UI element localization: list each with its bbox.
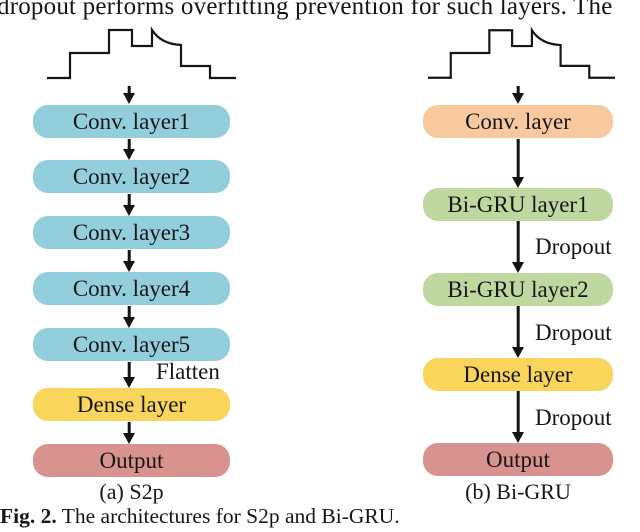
layer-box-dense: Dense layer (423, 358, 613, 391)
layer-box-conv: Conv. layer (423, 105, 613, 138)
layer-box-conv1: Conv. layer1 (33, 105, 230, 138)
arrow-down-icon (511, 391, 525, 443)
arrow-down-icon (122, 422, 136, 444)
layer-box-conv3: Conv. layer3 (33, 216, 230, 249)
layer-box-output: Output (423, 443, 613, 476)
layer-box-conv5: Conv. layer5 (33, 328, 230, 361)
layer-box-conv4: Conv. layer4 (33, 272, 230, 305)
layer-label: Conv. layer2 (72, 163, 191, 189)
arrow-down-icon (122, 250, 136, 272)
figure-caption-text: The architectures for S2p and Bi-GRU. (56, 504, 400, 528)
layer-label: Dense layer (463, 361, 573, 387)
layer-label: Conv. layer3 (72, 219, 191, 245)
layer-label: Dense layer (76, 391, 187, 417)
layer-label: Conv. layer (465, 108, 571, 134)
layer-label: Conv. layer1 (72, 108, 191, 134)
layer-box-bigru1: Bi-GRU layer1 (423, 188, 613, 221)
flatten-label: Flatten (156, 359, 220, 384)
dropout-label: Dropout (535, 320, 612, 345)
arrow-down-icon (122, 362, 136, 388)
layer-label: Conv. layer5 (72, 331, 191, 357)
arrow-down-icon (122, 86, 136, 104)
layer-label: Bi-GRU layer1 (447, 191, 589, 217)
signal-waveform-icon (428, 26, 616, 79)
subfigure-caption-b: (b) Bi-GRU (465, 479, 571, 504)
layer-label: Bi-GRU layer2 (447, 276, 589, 302)
arrow-down-icon (511, 221, 525, 273)
arrow-down-icon (122, 194, 136, 216)
dropout-label: Dropout (535, 234, 612, 259)
layer-label: Output (486, 446, 550, 472)
arrow-down-icon (122, 139, 136, 160)
layer-box-bigru2: Bi-GRU layer2 (423, 273, 613, 306)
layer-label: Conv. layer4 (72, 275, 191, 301)
arrow-down-icon (511, 86, 525, 104)
arrow-down-icon (511, 139, 525, 188)
layer-box-dense: Dense layer (33, 388, 230, 421)
paper-body-text: dropout performs overfitting prevention … (0, 0, 613, 20)
figure-caption: Fig. 2. The architectures for S2p and Bi… (0, 504, 400, 529)
layer-label: Output (99, 447, 164, 473)
figure-caption-number: Fig. 2. (0, 504, 57, 528)
layer-box-conv2: Conv. layer2 (33, 160, 230, 193)
layer-box-output: Output (33, 444, 230, 477)
subfigure-caption-a: (a) S2p (99, 479, 164, 504)
signal-waveform-icon (47, 26, 236, 80)
arrow-down-icon (122, 306, 136, 328)
arrow-down-icon (511, 306, 525, 358)
dropout-label: Dropout (535, 405, 612, 430)
